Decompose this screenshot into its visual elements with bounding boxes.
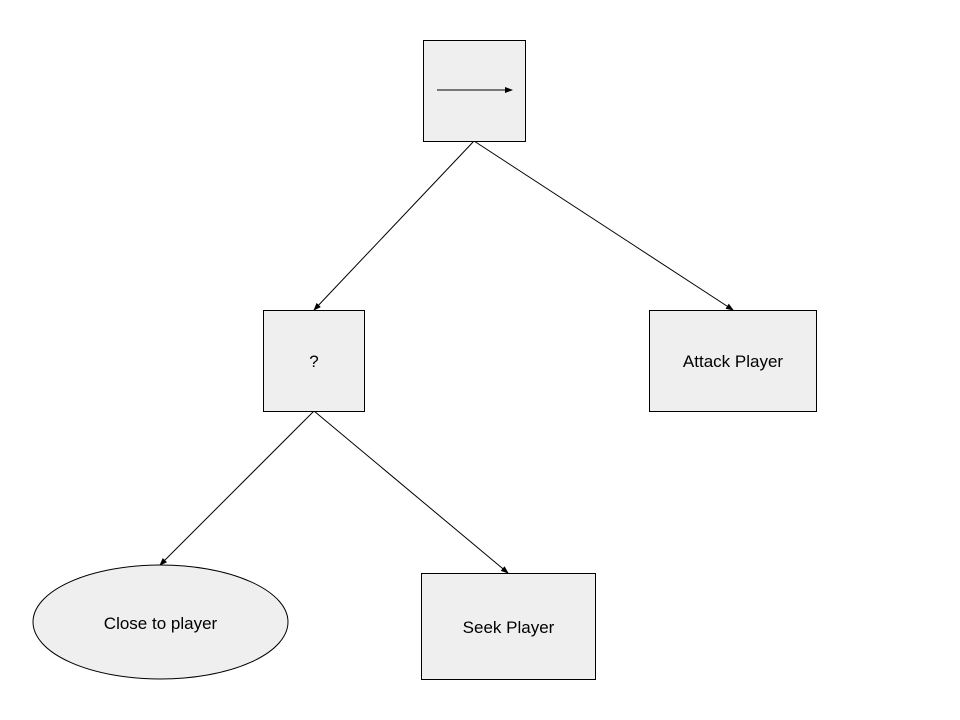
sequence-node[interactable]	[423, 40, 526, 142]
close-to-player-node-ellipse	[32, 564, 289, 680]
attack-player-node-label: Attack Player	[683, 352, 783, 371]
sequence-node-box	[423, 40, 526, 142]
edge-selector-to-seek	[313, 410, 509, 574]
edge-sequence-to-selector	[313, 140, 475, 311]
edge-selector-to-condition	[159, 410, 315, 566]
attack-player-node[interactable]: Attack Player	[649, 310, 817, 412]
selector-node-label: ?	[309, 352, 318, 371]
selector-node-box	[263, 310, 365, 412]
selector-node[interactable]: ?	[263, 310, 365, 412]
seek-player-node[interactable]: Seek Player	[421, 573, 596, 680]
edge-sequence-to-attack	[473, 140, 734, 311]
seek-player-node-label: Seek Player	[463, 618, 555, 637]
close-to-player-node[interactable]: Close to player	[32, 564, 289, 680]
seek-player-node-box	[421, 573, 596, 680]
close-to-player-node-label: Close to player	[104, 614, 218, 633]
attack-player-node-box	[649, 310, 817, 412]
